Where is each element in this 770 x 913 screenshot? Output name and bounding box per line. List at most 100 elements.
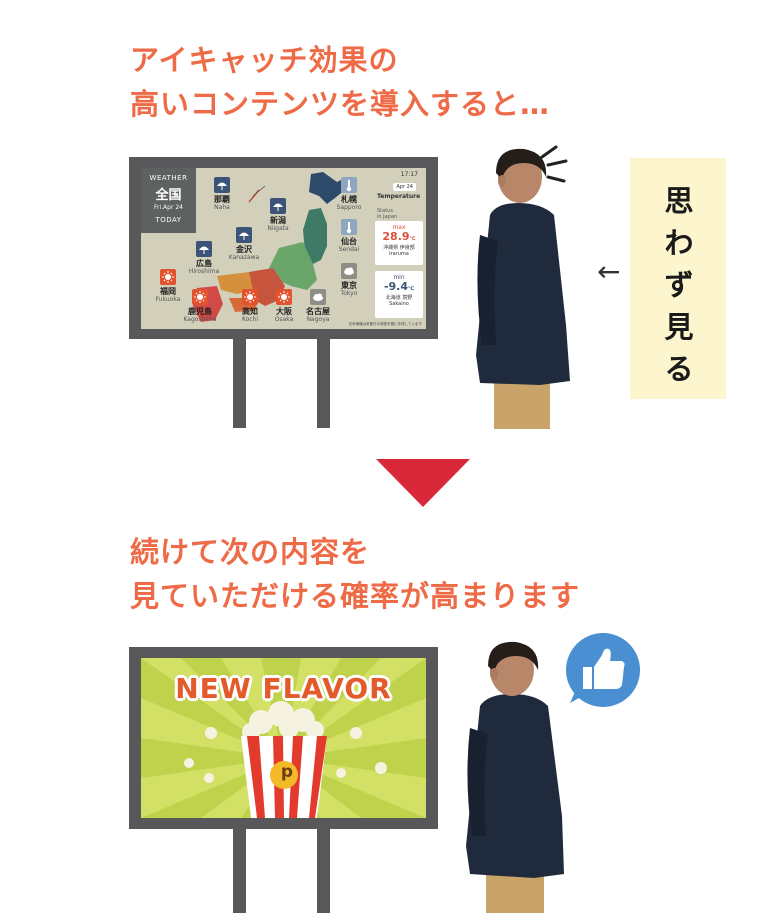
min-location-jp: 北海道 境野 [385, 295, 413, 301]
city-kagoshima: 鹿児島 Kagoshima [178, 289, 222, 323]
city-name: 那覇 [214, 195, 230, 204]
city-name-en: Kanazawa [228, 254, 260, 261]
map-chugoku [217, 272, 253, 294]
min-value: -9.4 [383, 280, 408, 293]
map-hokkaido [309, 172, 347, 204]
popcorn-box [241, 701, 327, 818]
max-value: 28.9 [382, 230, 410, 243]
weather-screen: WEATHER 全国 Fri.Apr 24 TODAY 那覇 Naha 新潟 N… [141, 168, 426, 329]
temperature-subtitle: Status in Japan [377, 208, 397, 220]
temperature-title: Temperature [377, 193, 421, 200]
logo-badge [270, 761, 298, 789]
person-top [476, 145, 570, 429]
umbrella-icon [214, 177, 230, 193]
headline-bottom-line2: 見ていただける確率が高まります [130, 579, 581, 613]
cloud-icon [341, 263, 357, 279]
city-kanazawa: 金沢 Kanazawa [222, 227, 266, 261]
person-jacket [476, 203, 570, 385]
city-name-en: Nagoya [306, 316, 330, 323]
city-hiroshima: 広島 Hiroshima [182, 241, 226, 275]
city-name: 高知 [242, 307, 258, 316]
city-name: 金沢 [236, 245, 252, 254]
map-tohoku [303, 208, 327, 264]
max-temperature-box: max 28.9℃ 沖縄県 伊良部 Iraruma [375, 221, 423, 265]
weather-footnote: 天気情報は気象庁の発表を基に作成しています [348, 322, 422, 326]
sun-icon [192, 289, 208, 305]
min-unit: ℃ [408, 286, 415, 292]
city-name: 福岡 [160, 287, 176, 296]
min-label: min [393, 274, 405, 281]
surprise-mark [540, 145, 558, 159]
logo-letter: p [280, 762, 294, 782]
weather-time: 17:17 [400, 171, 418, 178]
temperature-sub2: in Japan [377, 214, 398, 220]
min-location-en: Sakaino [389, 301, 409, 307]
headline-top: アイキャッチ効果の 高いコンテンツを導入すると… [130, 38, 550, 126]
city-nagoya: 名古屋 Nagoya [296, 289, 340, 323]
ad-screen: p NEW FLAVOR [141, 658, 426, 818]
sun-icon [242, 289, 258, 305]
down-arrow-icon [376, 459, 470, 507]
signage-leg-left [233, 339, 246, 428]
person-bottom [466, 641, 564, 913]
arrow-left-icon: ← [597, 255, 621, 288]
city-name: 広島 [196, 259, 212, 268]
city-name: 名古屋 [306, 307, 330, 316]
max-label: max [392, 224, 406, 231]
cloud-icon [310, 289, 326, 305]
headline-top-line2: 高いコンテンツを導入すると… [130, 87, 551, 121]
sun-icon [160, 269, 176, 285]
city-naha: 那覇 Naha [200, 177, 244, 211]
city-name: 新潟 [270, 216, 286, 225]
popcorn-pieces [184, 727, 387, 783]
headline-top-line1: アイキャッチ効果の [130, 43, 399, 77]
min-temperature-box: min -9.4℃ 北海道 境野 Sakaino [375, 271, 423, 318]
city-name: 大阪 [276, 307, 292, 316]
weather-badge: WEATHER 全国 Fri.Apr 24 TODAY [141, 168, 196, 233]
city-name-en: Sendai [338, 246, 360, 253]
thermometer-icon [341, 219, 357, 235]
city-name-en: Kagoshima [183, 316, 217, 323]
weather-date-small: Apr 24 [393, 183, 416, 191]
city-name-en: Hiroshima [188, 268, 220, 275]
umbrella-icon [196, 241, 212, 257]
headline-bottom-line1: 続けて次の内容を [130, 535, 371, 569]
signage-leg-left [233, 829, 246, 913]
city-name-en: Sapporo [336, 204, 362, 211]
person-jacket [466, 694, 564, 878]
ad-title: NEW FLAVOR [175, 672, 392, 705]
person-hair [496, 148, 547, 179]
temperature-sub1: Status [377, 208, 393, 214]
city-niigata: 新潟 Niigata [256, 198, 300, 232]
sun-icon [276, 289, 292, 305]
headline-bottom: 続けて次の内容を 見ていただける確率が高まります [130, 530, 580, 618]
weather-region: 全国 [155, 188, 182, 203]
city-name-en: Naha [214, 204, 230, 211]
city-name-en: Kochi [241, 316, 259, 323]
like-bubble [566, 633, 640, 707]
city-name: 鹿児島 [188, 307, 212, 316]
city-name-en: Osaka [274, 316, 294, 323]
map-chubu [269, 242, 317, 290]
max-location-en: Iraruma [389, 251, 409, 257]
callout-box: 思わず見る [630, 158, 726, 399]
umbrella-icon [236, 227, 252, 243]
weather-date: Fri.Apr 24 [154, 204, 183, 211]
city-name: 東京 [341, 281, 357, 290]
city-fukuoka: 福岡 Fukuoka [146, 269, 190, 303]
max-unit: ℃ [409, 236, 416, 242]
city-name-en: Fukuoka [155, 296, 181, 303]
city-sapporo: 札幌 Sapporo [327, 177, 371, 211]
signage-leg-right [317, 829, 330, 913]
weather-label: WEATHER [149, 174, 188, 182]
city-tokyo: 東京 Tokyo [327, 263, 371, 297]
city-kochi: 高知 Kochi [228, 289, 272, 323]
signage-leg-right [317, 339, 330, 428]
weather-today: TODAY [155, 216, 182, 224]
city-osaka: 大阪 Osaka [262, 289, 306, 323]
city-name: 札幌 [341, 195, 357, 204]
thumbs-up-icon [570, 648, 625, 703]
city-sendai: 仙台 Sendai [327, 219, 371, 253]
city-name-en: Niigata [267, 225, 289, 232]
thermometer-icon [341, 177, 357, 193]
